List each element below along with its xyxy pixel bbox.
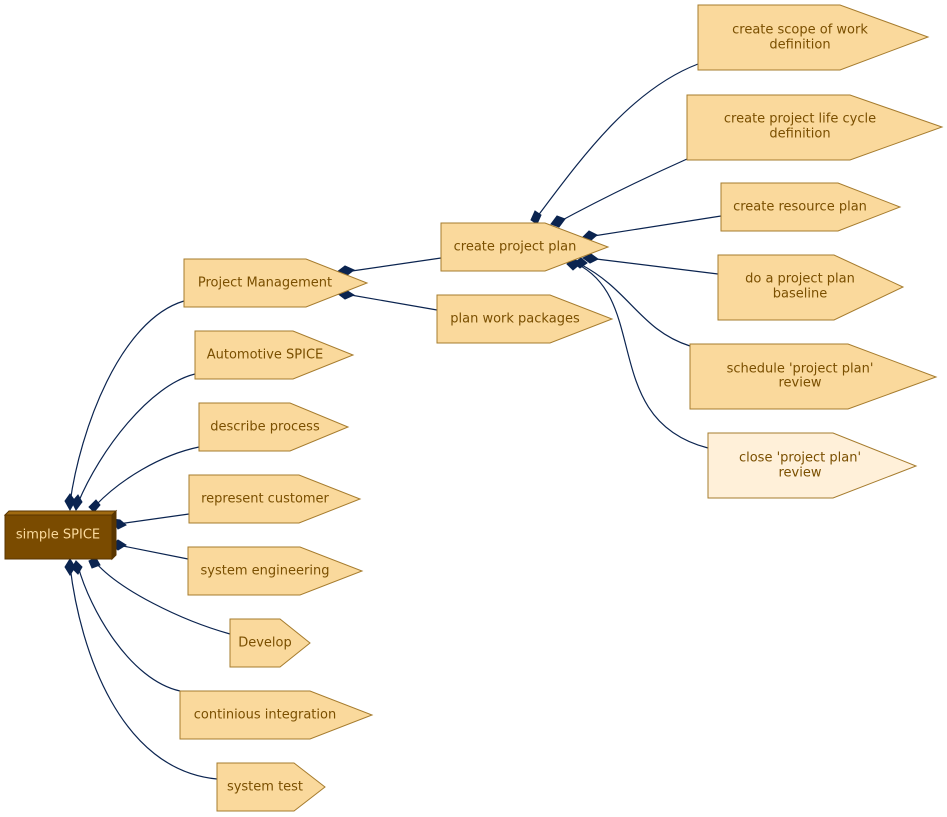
- node-shape: [697, 4, 930, 71]
- project-management-edges: [344, 257, 442, 311]
- level1-node-system-engineering[interactable]: system engineering: [187, 546, 364, 596]
- diamond-icon: [71, 560, 83, 575]
- edge-root-system-engineering: [117, 544, 189, 560]
- node-label-line-2: definition: [769, 127, 830, 142]
- edge-cpp-scope-of-work: [536, 63, 699, 218]
- edge-root-project-management: [69, 300, 185, 504]
- node-label-line-1: close 'project plan': [739, 451, 861, 466]
- node-create-scope-of-work-definition[interactable]: create scope of work definition: [697, 4, 930, 71]
- level1-node-continious-integration[interactable]: continious integration: [179, 690, 374, 740]
- level1-node-system-test[interactable]: system test: [216, 762, 326, 812]
- edge-cpp-life-cycle: [554, 158, 688, 225]
- node-label: plan work packages: [450, 312, 580, 327]
- level1-node-automotive-spice[interactable]: Automotive SPICE: [194, 330, 355, 380]
- edge-root-automotive-spice: [77, 373, 196, 504]
- node-label: system engineering: [201, 564, 330, 579]
- edge-pm-plan-work-packages: [344, 293, 438, 311]
- create-project-plan-edges: [536, 63, 722, 449]
- node-shape: [198, 402, 350, 452]
- root-node-top-face: [3, 510, 118, 516]
- node-shape: [216, 762, 326, 812]
- edge-root-continious-integration: [77, 565, 181, 692]
- node-create-resource-plan[interactable]: create resource plan: [720, 182, 902, 232]
- edge-cpp-schedule-review: [579, 263, 691, 347]
- node-shape: [440, 222, 610, 272]
- node-label-line-2: baseline: [773, 287, 827, 302]
- edge-root-system-test: [69, 565, 218, 780]
- node-label-line-1: do a project plan: [745, 272, 855, 287]
- level1-node-describe-process[interactable]: describe process: [198, 402, 350, 452]
- node-label-line-2: definition: [769, 38, 830, 53]
- node-create-project-plan[interactable]: create project plan: [440, 222, 610, 272]
- root-node-side-face: [111, 509, 117, 561]
- edge-cpp-resource-plan: [586, 215, 722, 238]
- node-shape: [229, 618, 311, 668]
- node-label: describe process: [210, 420, 320, 435]
- node-label: represent customer: [201, 492, 329, 507]
- level1-node-represent-customer[interactable]: represent customer: [188, 474, 362, 524]
- diamond-icon: [64, 558, 76, 576]
- node-close-project-plan-review[interactable]: close 'project plan' review: [707, 432, 918, 499]
- node-create-project-life-cycle-definition[interactable]: create project life cycle definition: [686, 94, 944, 161]
- node-shape: [188, 474, 362, 524]
- node-label-line-2: review: [779, 376, 822, 391]
- node-label: Automotive SPICE: [207, 348, 324, 363]
- node-label-line-2: review: [779, 466, 822, 481]
- node-label: create project plan: [454, 240, 577, 255]
- node-plan-work-packages[interactable]: plan work packages: [436, 294, 614, 344]
- edge-cpp-baseline: [587, 257, 719, 275]
- edge-cpp-close-review: [576, 263, 709, 449]
- edge-pm-create-project-plan: [344, 257, 442, 273]
- node-do-a-project-plan-baseline[interactable]: do a project plan baseline: [717, 254, 905, 321]
- root-node-simple-spice[interactable]: simple SPICE: [3, 509, 118, 561]
- node-label-line-1: schedule 'project plan': [727, 362, 874, 377]
- level1-node-project-management[interactable]: Project Management: [183, 258, 369, 308]
- level1-node-develop[interactable]: Develop: [229, 618, 311, 668]
- node-label: create resource plan: [733, 200, 867, 215]
- edge-root-describe-process: [95, 446, 200, 506]
- node-shape: [194, 330, 355, 380]
- edge-root-represent-customer: [117, 513, 190, 525]
- node-shape: [689, 343, 938, 410]
- root-node-front-face: [4, 514, 113, 560]
- node-label-line-1: create scope of work: [732, 23, 868, 38]
- node-shape: [707, 432, 918, 499]
- node-label: Develop: [238, 636, 292, 651]
- node-label: Project Management: [198, 276, 332, 291]
- node-shape: [436, 294, 614, 344]
- root-node-label: simple SPICE: [16, 528, 100, 543]
- node-shape: [720, 182, 902, 232]
- root-edges: [69, 300, 231, 780]
- node-label-line-1: create project life cycle: [724, 112, 876, 127]
- edge-root-develop: [95, 562, 231, 635]
- diamond-icon: [71, 494, 83, 511]
- node-shape: [179, 690, 374, 740]
- node-shape: [183, 258, 369, 308]
- node-label: continious integration: [194, 708, 336, 723]
- diamond-icon: [64, 493, 76, 512]
- node-shape: [686, 94, 944, 161]
- node-schedule-project-plan-review[interactable]: schedule 'project plan' review: [689, 343, 938, 410]
- diamond-icon: [582, 253, 599, 264]
- node-shape: [717, 254, 905, 321]
- node-shape: [187, 546, 364, 596]
- node-label: system test: [227, 780, 303, 795]
- diamond-icon: [550, 215, 566, 228]
